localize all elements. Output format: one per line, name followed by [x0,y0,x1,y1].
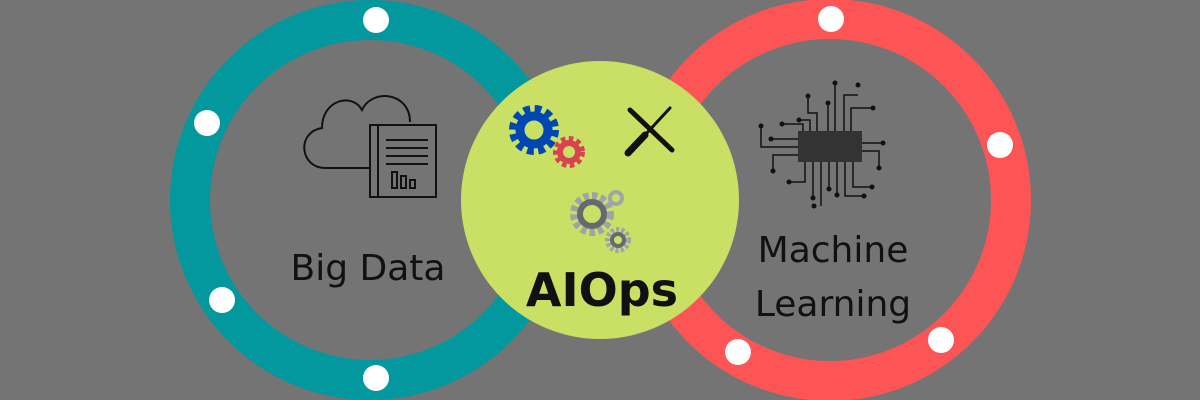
tools-icon [624,106,675,157]
learning-label: Learning [755,284,911,325]
gray-gears-icon [570,190,631,253]
gears-icon [509,105,585,168]
cloud-document-chart-icon [303,95,437,198]
circuit-chip-icon [758,80,886,209]
ring-dots [194,6,1013,391]
machine-label: Machine [758,230,909,271]
big-data-label: Big Data [291,248,446,289]
aiops-label: AIOps [526,263,678,317]
